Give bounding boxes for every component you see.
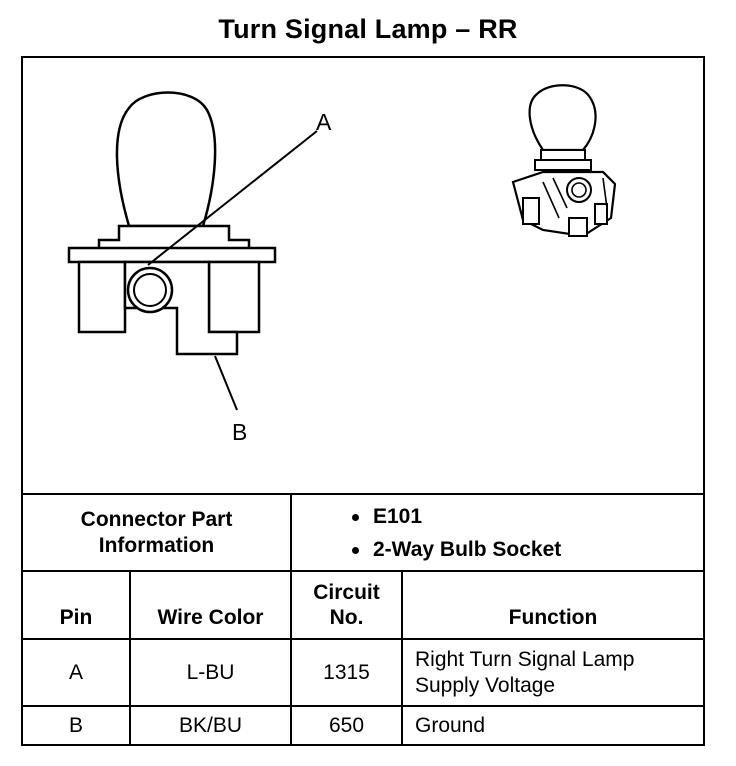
callout-a-label: A bbox=[316, 109, 332, 135]
table-cell-circuit: 1315 bbox=[323, 660, 370, 684]
table-rule bbox=[23, 638, 703, 640]
table-cell-wire-color: L-BU bbox=[186, 660, 235, 684]
table-rule bbox=[23, 493, 703, 495]
connector-diagram-frame: A B Connector Part Information E101 2-Wa… bbox=[21, 56, 705, 746]
header-pin: Pin bbox=[59, 605, 93, 629]
bulb-socket-front-view-icon bbox=[67, 84, 617, 411]
table-rule bbox=[129, 570, 131, 744]
connector-type: 2-Way Bulb Socket bbox=[373, 538, 562, 561]
diagram-area: A B bbox=[23, 58, 703, 493]
bulb-socket-3d-view-icon bbox=[511, 84, 617, 238]
callout-b-label: B bbox=[232, 419, 248, 445]
table-rule bbox=[23, 570, 703, 572]
table-cell-function: Right Turn Signal Lamp Supply Voltage bbox=[415, 648, 635, 697]
connector-id: E101 bbox=[373, 505, 423, 528]
list-item: E101 bbox=[352, 505, 422, 529]
table-cell-pin: B bbox=[68, 713, 83, 737]
list-item: 2-Way Bulb Socket bbox=[352, 538, 561, 562]
connector-part-list: E101 2-Way Bulb Socket bbox=[312, 493, 703, 570]
bullet-icon bbox=[352, 546, 359, 554]
page-title: Turn Signal Lamp – RR bbox=[218, 14, 518, 44]
table-cell-circuit: 650 bbox=[328, 713, 365, 737]
table-cell-pin: A bbox=[68, 660, 83, 684]
header-circuit: Circuit No. bbox=[313, 580, 380, 629]
table-rule bbox=[23, 705, 703, 707]
bullet-icon bbox=[352, 513, 359, 521]
table-rule bbox=[290, 493, 292, 744]
header-function: Function bbox=[508, 605, 598, 629]
table-cell-wire-color: BK/BU bbox=[178, 713, 243, 737]
table-cell-function: Ground bbox=[415, 713, 486, 737]
connector-part-label: Connector Part Information bbox=[80, 508, 233, 557]
header-wire-color: Wire Color bbox=[157, 605, 264, 629]
table-rule bbox=[401, 570, 403, 744]
connector-table: Connector Part Information E101 2-Way Bu… bbox=[23, 493, 703, 744]
